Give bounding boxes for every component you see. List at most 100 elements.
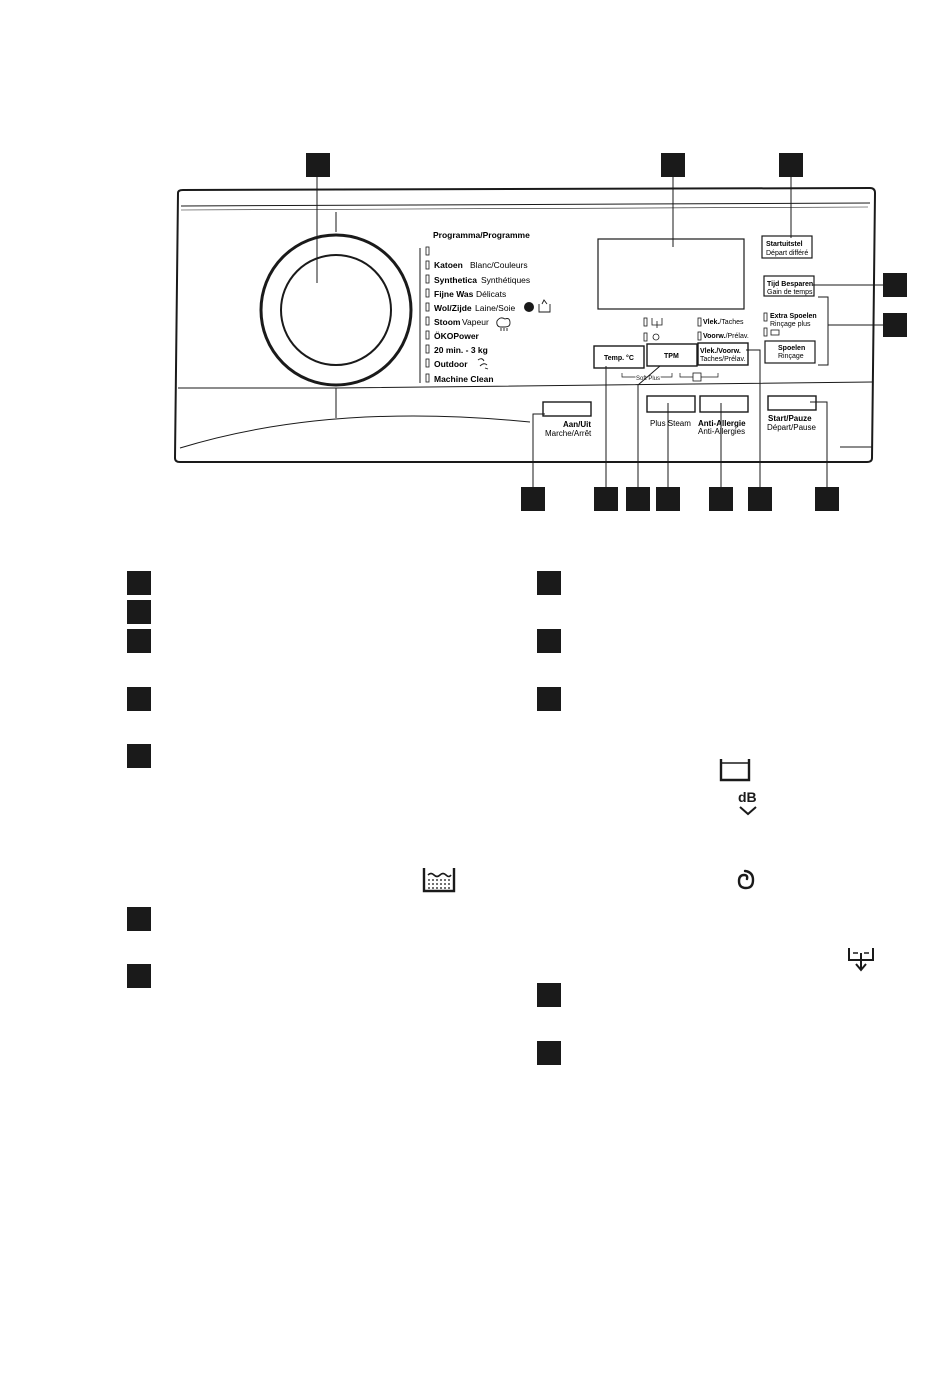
drain-led — [643, 317, 648, 327]
legend-marker — [127, 629, 151, 653]
programme-wol-zijde-fr: Laine/Soie — [475, 303, 515, 313]
panel-top-edge — [180, 202, 871, 207]
legend-marker — [537, 983, 561, 1007]
programme-okopower: ÖKOPower — [434, 331, 480, 341]
spin-swirl-icon — [737, 869, 755, 890]
tub-icon — [719, 759, 751, 782]
callout-marker — [779, 153, 803, 177]
programme-machine-clean: Machine Clean — [434, 374, 494, 384]
spoelen-label-fr: Rinçage — [778, 353, 804, 360]
startuitstel-button[interactable] — [761, 235, 813, 259]
outdoor-icon — [477, 358, 489, 370]
callout-marker — [661, 153, 685, 177]
anti-allergie-label: Anti-Allergie — [698, 419, 746, 428]
quiet-db-icon: dB — [738, 789, 757, 816]
legend-marker — [127, 600, 151, 624]
legend-marker — [127, 964, 151, 988]
programme-led — [425, 358, 430, 368]
leader-6 — [532, 413, 545, 487]
callout-marker — [709, 487, 733, 511]
callout-marker — [656, 487, 680, 511]
rinse-hold-icon — [422, 868, 456, 893]
aan-uit-label-fr: Marche/Arrêt — [545, 429, 592, 438]
program-dial-inner — [280, 254, 392, 366]
programme-fijne-was: Fijne Was — [434, 289, 474, 299]
extra-spoelen-led — [763, 312, 768, 322]
spoelen-button[interactable] — [764, 340, 816, 364]
tijd-besparen-label: Tijd Besparen — [767, 281, 813, 288]
legend-marker — [127, 571, 151, 595]
panel-divider — [178, 381, 873, 389]
leader-12 — [810, 401, 828, 487]
options-bracket — [818, 296, 829, 366]
soft-plus-label: Soft Plus — [636, 376, 660, 382]
programme-led — [425, 316, 430, 326]
programme-led — [425, 330, 430, 340]
programme-katoen-fr: Blanc/Couleurs — [470, 260, 528, 270]
timer-icon — [692, 372, 702, 382]
programme-led — [425, 274, 430, 284]
extra-spoelen-led-2 — [763, 327, 768, 337]
start-pauze-button[interactable] — [767, 395, 817, 411]
programme-led — [425, 344, 430, 354]
tijd-besparen-button[interactable] — [763, 275, 815, 297]
aan-uit-button[interactable] — [542, 401, 592, 417]
plus-steam-label: Plus Steam — [650, 419, 691, 428]
extra-spoelen-label-fr: Rinçage plus — [770, 321, 811, 328]
programme-stoom: Stoom — [434, 317, 461, 327]
programme-led — [425, 373, 430, 383]
legend-marker — [127, 687, 151, 711]
leader-8 — [637, 365, 661, 487]
programme-20min: 20 min. - 3 kg — [434, 345, 488, 355]
programme-led — [425, 288, 430, 298]
svg-text:dB: dB — [738, 789, 757, 805]
drain-icon — [651, 318, 663, 328]
panel-lower-curve — [179, 415, 531, 449]
programme-katoen: Katoen — [434, 260, 463, 270]
spin-icon — [652, 333, 660, 341]
callout-marker — [521, 487, 545, 511]
tpm-label: TPM — [664, 353, 679, 360]
legend-marker — [537, 1041, 561, 1065]
callout-marker — [883, 273, 907, 297]
steam-icon — [496, 317, 511, 331]
wool-icon — [524, 302, 534, 312]
panel-outline — [173, 186, 877, 463]
anti-allergie-button[interactable] — [699, 395, 749, 413]
legend-marker — [537, 687, 561, 711]
tpm-button[interactable] — [646, 343, 698, 367]
program-dial-outer — [259, 233, 413, 387]
voorw-indicator: Voorw./Prélav. — [703, 333, 749, 340]
vlek-indicator: Vlek./Taches — [703, 319, 744, 326]
programme-led — [425, 260, 430, 270]
programme-led — [425, 302, 430, 312]
vlek-voorw-label-fr: Taches/Prélav. — [700, 356, 745, 363]
legend-marker — [127, 907, 151, 931]
vlek-voorw-button[interactable] — [697, 342, 749, 366]
handwash-icon — [538, 299, 551, 313]
aan-uit-label: Aan/Uit — [563, 420, 591, 429]
programme-list: Programma/Programme Katoen Blanc/Couleur… — [425, 230, 551, 384]
voorw-led — [697, 331, 702, 341]
control-panel — [173, 186, 877, 463]
callout-marker — [815, 487, 839, 511]
vlek-led — [697, 317, 702, 327]
spoelen-label: Spoelen — [778, 345, 805, 352]
programme-outdoor: Outdoor — [434, 359, 468, 369]
indicator-row: Vlek./Taches Voorw./Prélav. — [643, 317, 749, 342]
programme-led — [425, 246, 430, 256]
callout-marker — [626, 487, 650, 511]
lower-buttons: Aan/Uit Marche/Arrêt Plus Steam Anti-All… — [542, 395, 817, 438]
temp-button[interactable] — [593, 345, 645, 369]
plus-steam-button[interactable] — [646, 395, 696, 413]
programme-header: Programma/Programme — [433, 230, 530, 240]
panel-top-edge-2 — [180, 206, 869, 211]
callout-marker — [594, 487, 618, 511]
temp-label: Temp. °C — [604, 354, 634, 362]
rinse-tub-icon — [770, 329, 780, 336]
anti-allergie-label-fr: Anti-Allergies — [698, 427, 745, 436]
callout-lines — [316, 176, 883, 487]
legend-marker — [537, 571, 561, 595]
callout-marker — [748, 487, 772, 511]
leader-11 — [746, 349, 761, 487]
